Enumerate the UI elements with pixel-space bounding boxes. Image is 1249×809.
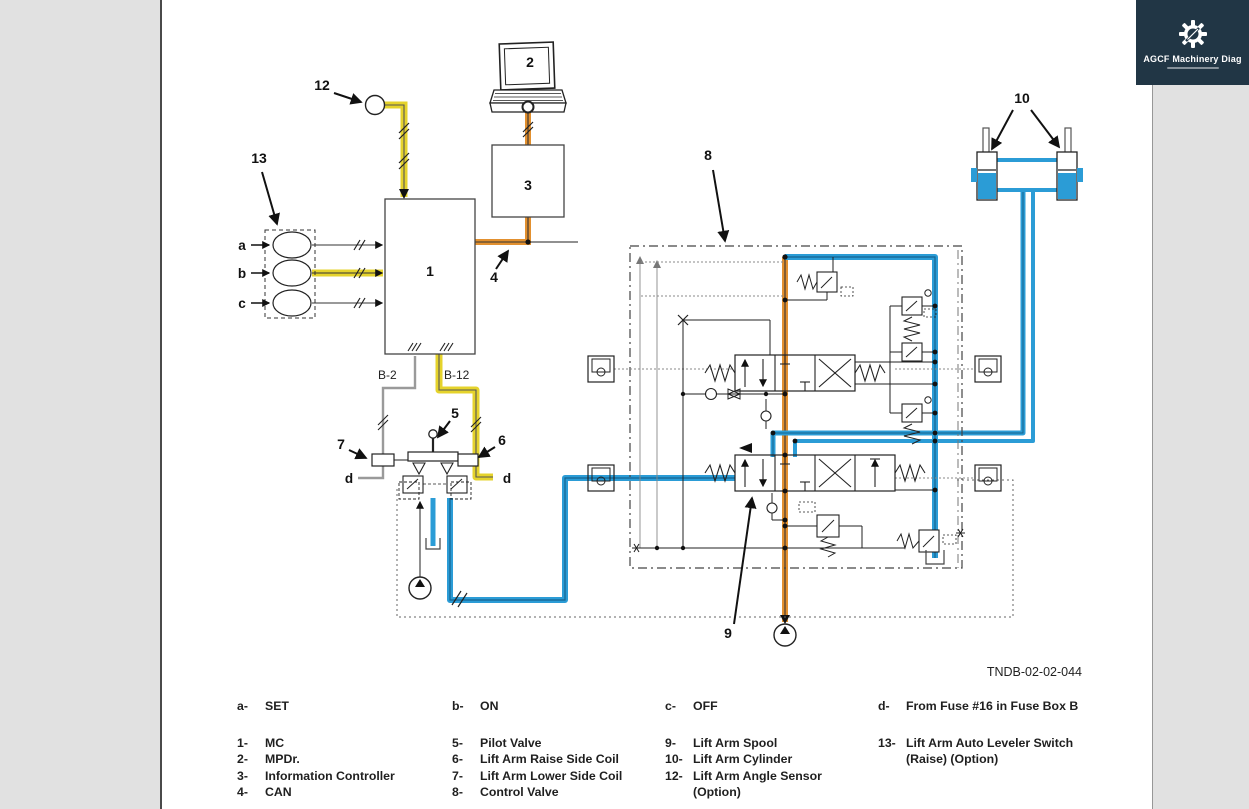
bottom-relief-valve — [785, 501, 863, 558]
return-relief-valve — [896, 529, 957, 553]
pilot-valve — [371, 429, 479, 608]
label-b2: B-2 — [378, 368, 397, 382]
main-pump-icon — [773, 623, 797, 647]
information-controller-box — [491, 144, 565, 218]
control-valve — [614, 245, 975, 647]
top-relief-valve — [785, 257, 854, 301]
lower-side-coil — [371, 453, 395, 467]
raise-side-coil — [457, 453, 479, 467]
callout-a: a — [238, 238, 246, 253]
callout-d-right: d — [503, 471, 511, 486]
can-line — [522, 121, 578, 243]
label-b12: B-12 — [444, 368, 470, 382]
connector-bottom-left — [587, 464, 615, 492]
upper-spool-valve — [704, 354, 935, 392]
auto-leveler-switch-group — [251, 229, 384, 319]
hose-connectors — [587, 355, 1002, 492]
figure-ref-code: TNDB-02-02-044 — [986, 665, 1082, 679]
gear-wrench-icon — [1178, 19, 1207, 48]
connector-bottom-right — [974, 464, 1002, 492]
connector-top-right — [974, 355, 1002, 383]
laptop-icon — [489, 41, 567, 114]
callout-c: c — [238, 296, 246, 311]
callout-5: 5 — [451, 405, 459, 421]
pilot-circuit-enclosure — [396, 479, 1014, 618]
callout-4: 4 — [490, 269, 498, 285]
blue-pipes — [430, 158, 1057, 603]
logo-box: AGCF Machinery Diag — [1136, 0, 1249, 85]
callout-10: 10 — [1014, 90, 1030, 106]
valve-tank-icon — [925, 550, 945, 565]
callout-b: b — [238, 266, 246, 281]
callout-3: 3 — [524, 177, 532, 193]
lift-arm-cylinders — [971, 127, 1083, 201]
callout-9: 9 — [724, 625, 732, 641]
callout-8: 8 — [704, 147, 712, 163]
angle-sensor — [364, 94, 410, 170]
callout-12: 12 — [314, 77, 330, 93]
port-relief-valves — [889, 289, 937, 445]
callout-2: 2 — [526, 54, 534, 70]
logo-title: AGCF Machinery Diag — [1143, 53, 1242, 64]
lift-arm-spool-valve — [704, 443, 935, 492]
yellow-wires — [312, 101, 493, 481]
logo-tagline-line — [1166, 66, 1219, 69]
callout-6: 6 — [498, 432, 506, 448]
pilot-tank-icon — [425, 538, 441, 550]
connector-top-left — [587, 355, 615, 383]
callout-7: 7 — [337, 436, 345, 452]
mc-box — [384, 198, 476, 355]
callout-13: 13 — [251, 150, 267, 166]
callout-1: 1 — [426, 263, 434, 279]
pilot-pump-icon — [408, 576, 432, 600]
hydraulic-schematic-diagram: 12 13 1 2 3 4 a b c B-2 B-12 5 7 6 d d 8… — [238, 41, 1083, 647]
callouts: 12 13 1 2 3 4 a b c B-2 B-12 5 7 6 d d 8… — [238, 54, 1061, 641]
callout-d-left: d — [345, 471, 353, 486]
harness-wires — [358, 356, 482, 480]
junction-dots — [654, 254, 938, 551]
